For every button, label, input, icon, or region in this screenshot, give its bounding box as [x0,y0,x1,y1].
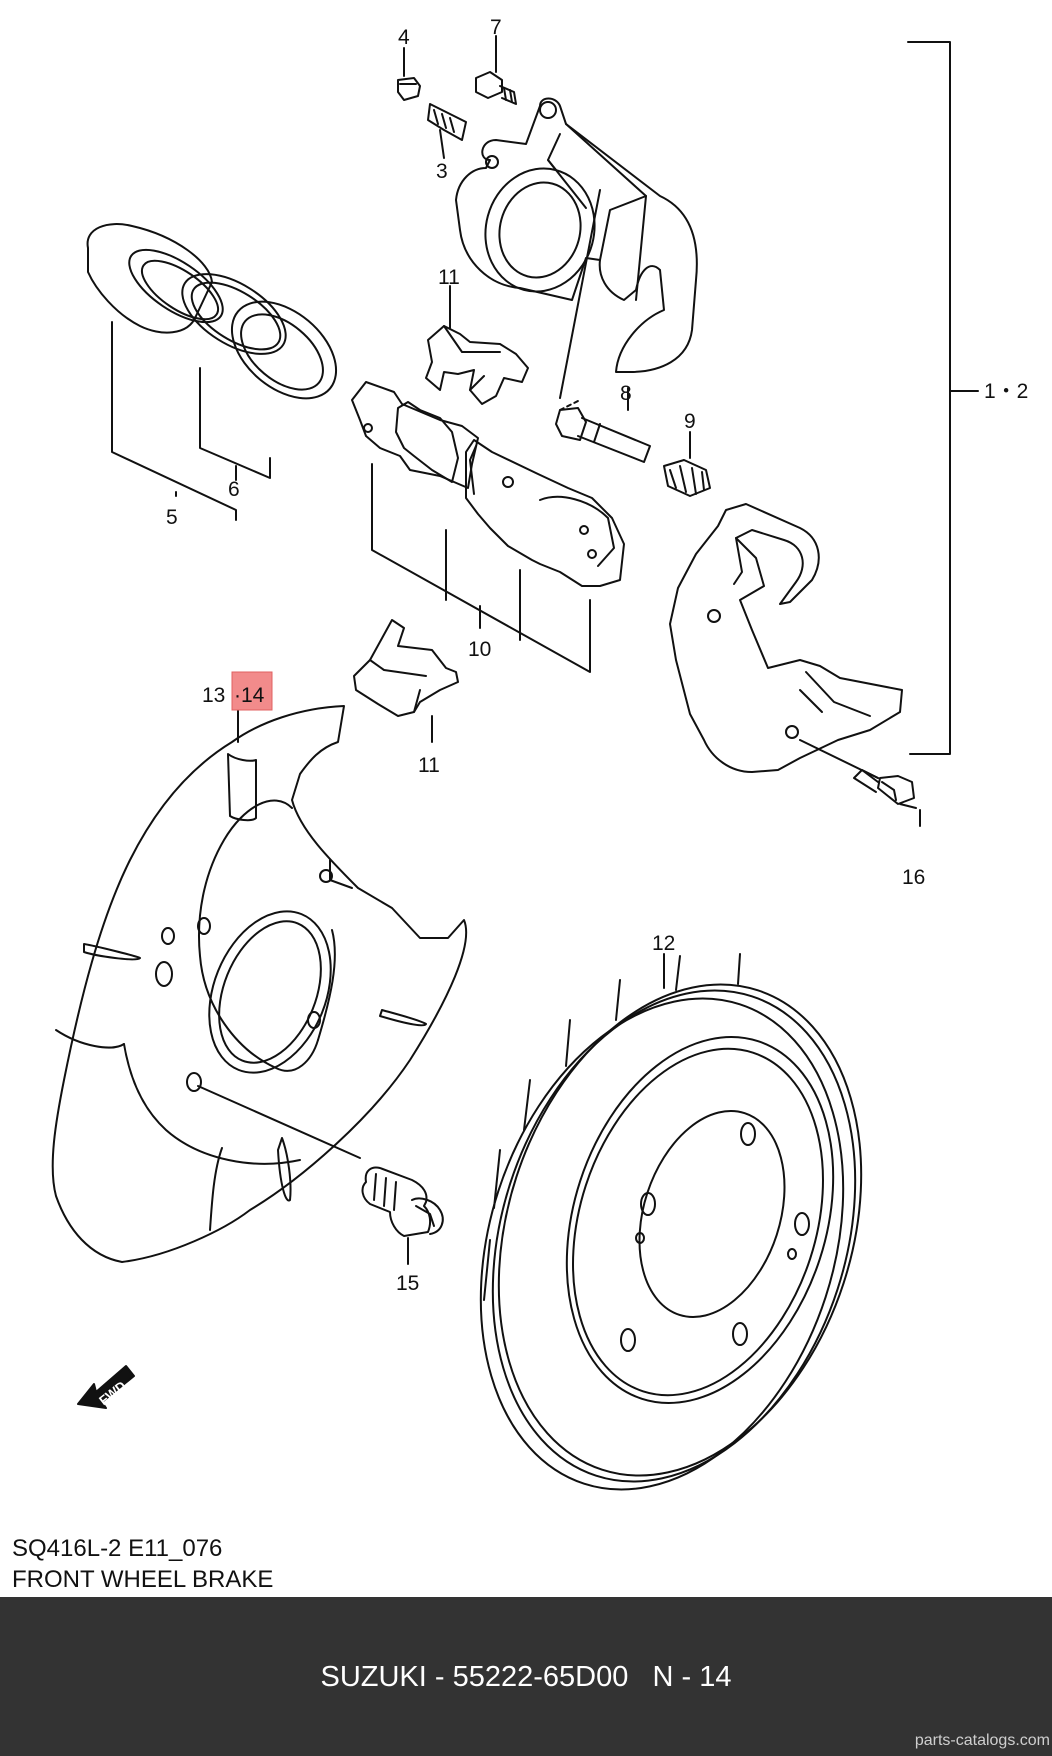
callout-16: 16 [902,866,925,889]
callout-13: 13 [202,684,225,707]
callout-14: ·14 [234,684,265,707]
bleeder-screw-3 [427,103,467,159]
callout-8: 8 [620,382,632,405]
callout-6: 6 [228,478,240,501]
bracket-bolt-16 [853,769,921,827]
guide-pin-8 [555,189,651,463]
brake-pads [351,381,625,673]
callout-15: 15 [396,1272,419,1295]
callout-11-top: 11 [438,266,460,289]
callout-9: 9 [684,410,696,433]
caliper-body [455,97,698,373]
piston-5 [86,223,224,334]
pad-clip-11-bottom [353,619,459,743]
callout-7: 7 [490,16,502,39]
callout-12: 12 [652,932,675,955]
bolt-7 [475,35,517,105]
leader-5-6 [111,321,271,521]
callout-1-2: 1・2 [984,380,1028,403]
callout-4: 4 [398,26,410,49]
callout-10: 10 [468,638,491,661]
brake-rotor-12 [479,953,863,1491]
callout-5: 5 [166,506,178,529]
callout-14-highlight [231,671,273,711]
diagram-code: SQ416L-2 E11_076 [12,1535,223,1562]
fwd-arrow-icon [77,1365,135,1409]
bleeder-cap-4 [397,47,421,101]
dust-shield-13 [51,705,468,1263]
shield-bolt-15 [361,1166,444,1265]
piston-seal-6 [181,273,338,400]
guide-nut-9 [663,431,711,497]
site-watermark: parts-catalogs.com [914,1732,1050,1749]
diagram-title: FRONT WHEEL BRAKE [12,1566,274,1593]
callout-11-bottom: 11 [418,754,440,777]
caliper-bracket [669,503,903,779]
pad-clip-11-top [425,285,529,405]
part-number-label: SUZUKI - 55222-65D00 N - 14 [320,1661,732,1693]
footer-bar: SUZUKI - 55222-65D00 N - 14 parts-catalo… [0,1597,1052,1756]
callout-3: 3 [436,160,448,183]
assembly-bracket-1-2 [907,41,979,755]
